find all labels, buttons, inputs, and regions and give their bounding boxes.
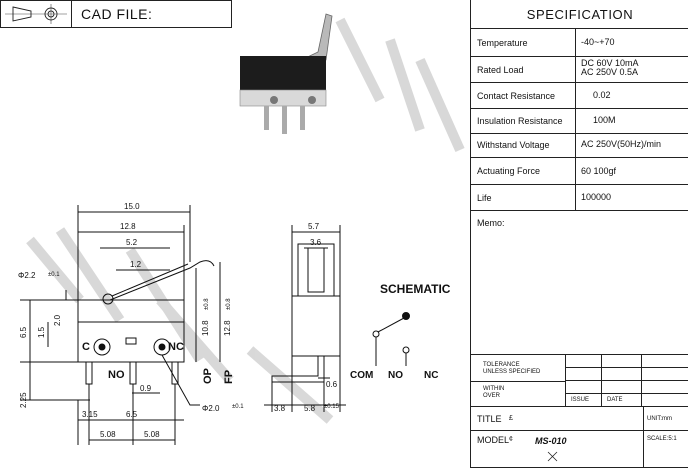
dim-12-8-v: 12.8 [223, 320, 232, 336]
spec-row-withstand-voltage: Withstand Voltage AC 250V(50Hz)/min [471, 133, 688, 158]
specification-title: SPECIFICATION [471, 0, 688, 29]
dim-0-6: 0.6 [326, 380, 338, 389]
terminal-nc-label: NC [168, 341, 184, 353]
cad-file-label: CAD FILE: [81, 6, 153, 22]
dim-15: 15.0 [124, 202, 140, 211]
spec-value: 100000 [581, 192, 612, 202]
spec-label: Withstand Voltage [477, 140, 550, 150]
spec-row-life: Life 100000 [471, 184, 688, 211]
side-view [264, 225, 346, 412]
dim-phi-2-0: Φ2.0 [202, 404, 220, 413]
close-mark-icon [547, 451, 558, 462]
schematic-title: SCHEMATIC [380, 282, 451, 296]
spec-label: Life [477, 193, 492, 203]
spec-label: Contact Resistance [477, 91, 556, 101]
cad-file-header: CAD FILE: [0, 0, 232, 28]
spec-value: DC 60V 10mA [581, 58, 639, 68]
watermark-strokes [26, 17, 465, 424]
spec-value: 60 100gf [581, 166, 617, 176]
specification-panel: SPECIFICATION Temperature -40~+70 Rated … [470, 0, 688, 468]
spec-value: -40~+70 [581, 37, 615, 47]
memo-label: Memo: [477, 218, 505, 228]
dim-5-7: 5.7 [308, 222, 320, 231]
dim-5-8: 5.8 [304, 404, 316, 413]
spec-value: 100M [593, 115, 616, 125]
dim-tol-0-1-b: ±0.1 [232, 404, 244, 410]
spec-row-rated-load: Rated Load DC 60V 10mA AC 250V 0.5A [471, 56, 688, 83]
dim-3-8: 3.8 [274, 404, 286, 413]
spec-row-insulation-resistance: Insulation Resistance 100M [471, 108, 688, 134]
dim-6-5-h: 6.5 [126, 410, 138, 419]
scale-label: SCALE:5:1 [647, 436, 677, 442]
title-block: TOLERANCE UNLESS SPECIFIED WITHIN OVER I… [471, 354, 688, 468]
spec-value: AC 250V(50Hz)/min [581, 139, 662, 149]
tolerance-line2: UNLESS SPECIFIED [483, 369, 541, 375]
projection-symbol-cell [1, 1, 72, 27]
dim-6-5: 6.5 [19, 326, 28, 338]
spec-label: Rated Load [477, 65, 524, 75]
spec-row-contact-resistance: Contact Resistance 0.02 [471, 82, 688, 109]
tolerance-line1: TOLERANCE [483, 362, 520, 368]
schematic-nc: NC [424, 370, 438, 381]
spec-label: Temperature [477, 38, 528, 48]
schematic-com: COM [350, 370, 373, 381]
dimension-labels: 15.0 12.8 5.2 1.2 Φ2.2 ±0.1 2.0 6.5 1.5 … [18, 202, 340, 439]
over-label: OVER [483, 393, 501, 399]
dim-2-25: 2.25 [19, 392, 28, 408]
dim-2-0: 2.0 [53, 314, 62, 326]
dim-tol-0-8-b: ±0.8 [226, 298, 232, 310]
spec-label: Insulation Resistance [477, 116, 563, 126]
spec-value-2: AC 250V 0.5A [581, 67, 639, 77]
schematic-no: NO [388, 370, 403, 381]
within-label: WITHIN [483, 386, 505, 392]
dim-phi-2-2: Φ2.2 [18, 271, 36, 280]
dim-3-6: 3.6 [310, 238, 322, 247]
model-mark: ¢ [509, 436, 513, 443]
third-angle-projection-icon [5, 4, 67, 24]
dim-0-9: 0.9 [140, 384, 152, 393]
title-label: TITLE [477, 414, 502, 424]
dim-1-2: 1.2 [130, 260, 142, 269]
dim-tol-0-1: ±0.1 [48, 272, 60, 278]
model-value: MS-010 [535, 436, 567, 446]
dim-5-08-a: 5.08 [100, 430, 116, 439]
issue-label: ISSUE [571, 397, 590, 403]
dim-3-15: 3.15 [82, 410, 98, 419]
spec-value: 0.02 [593, 90, 611, 100]
spec-row-actuating-force: Actuating Force 60 100gf [471, 157, 688, 185]
unit-label: UNIT:mm [647, 416, 672, 422]
dim-tol-0-15: ±0.15 [324, 404, 340, 410]
dim-5-2: 5.2 [126, 238, 138, 247]
model-label: MODEL [477, 435, 510, 445]
dim-10-8: 10.8 [201, 320, 210, 336]
date-label: DATE [607, 397, 623, 403]
spec-row-temperature: Temperature -40~+70 [471, 28, 688, 57]
spec-label: Actuating Force [477, 166, 541, 176]
terminal-labels: C NC NO OP FP [82, 341, 235, 384]
terminal-no-label: NO [108, 369, 125, 381]
technical-drawing: 15.0 12.8 5.2 1.2 Φ2.2 ±0.1 2.0 6.5 1.5 … [18, 13, 465, 445]
dim-12-8: 12.8 [120, 222, 136, 231]
schematic-diagram [372, 312, 410, 366]
dim-tol-0-8-a: ±0.8 [204, 298, 210, 310]
fp-label: FP [223, 370, 235, 384]
dim-1-5: 1.5 [37, 326, 46, 338]
schematic-labels: SCHEMATIC COM NO NC [350, 282, 451, 381]
terminal-c-label: C [82, 341, 90, 353]
title-mark: £ [509, 415, 513, 422]
op-label: OP [202, 368, 214, 384]
switch-product-image [239, 13, 333, 134]
front-view [20, 205, 221, 445]
dim-5-08-b: 5.08 [144, 430, 160, 439]
